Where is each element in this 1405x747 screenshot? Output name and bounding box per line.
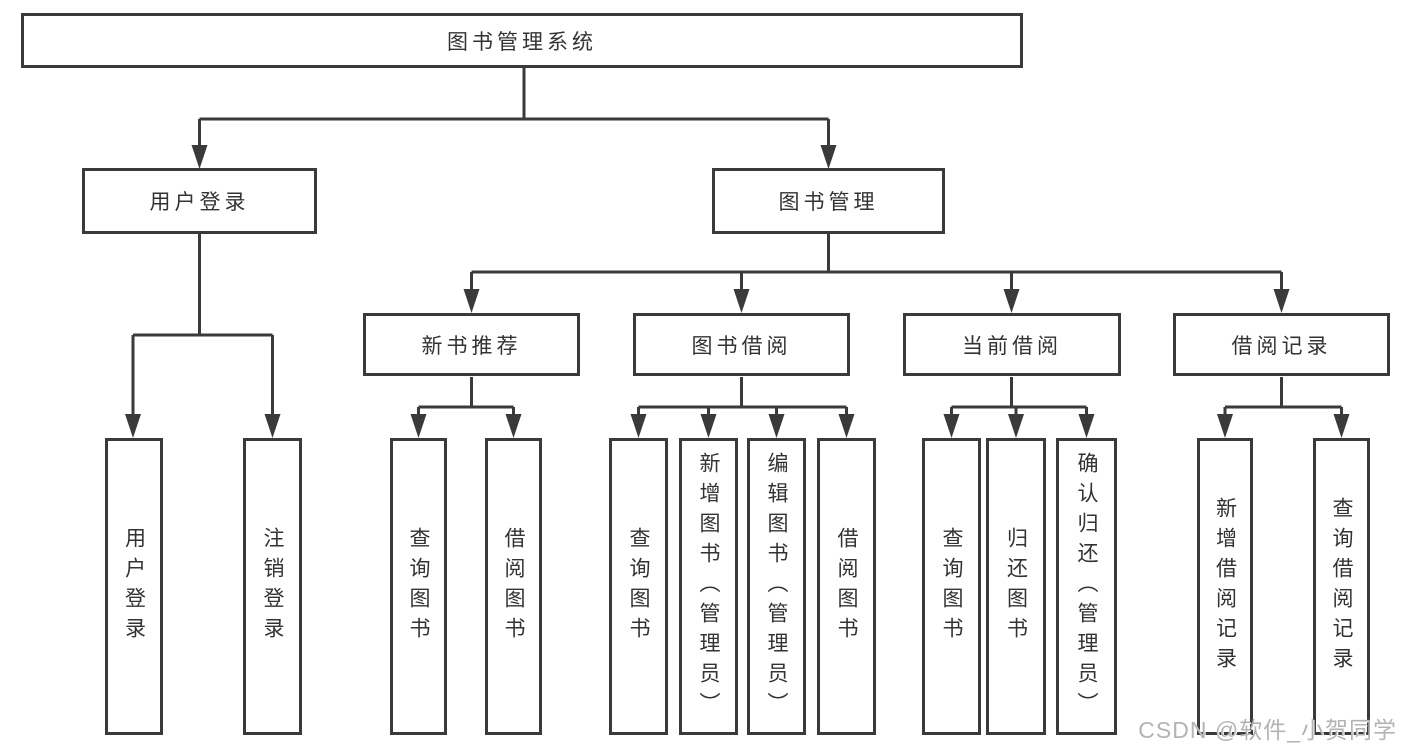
watermark: CSDN @软件_小贺同学 (1138, 717, 1397, 743)
leaf-label: 借阅图书 (502, 526, 525, 647)
leaf-query-books-1: 查询图书 (390, 438, 447, 735)
leaf-query-books-2: 查询图书 (609, 438, 668, 735)
leaf-label: 编辑图书（管理员） (765, 451, 788, 722)
leaf-borrow-books-2: 借阅图书 (817, 438, 876, 735)
leaf-add-book-admin: 新增图书（管理员） (679, 438, 738, 735)
leaf-edit-book-admin: 编辑图书（管理员） (747, 438, 806, 735)
node-user-login: 用户登录 (82, 168, 317, 234)
leaf-label: 归还图书 (1004, 526, 1028, 647)
leaf-query-books-3: 查询图书 (922, 438, 981, 735)
node-book-management: 图书管理 (712, 168, 945, 234)
leaf-add-borrow-record: 新增借阅记录 (1197, 438, 1253, 735)
leaf-logout: 注销登录 (243, 438, 302, 735)
leaf-label: 借阅图书 (835, 526, 858, 647)
leaf-borrow-books-1: 借阅图书 (485, 438, 542, 735)
leaf-label: 查询图书 (940, 526, 963, 647)
leaf-label: 新增图书（管理员） (697, 451, 720, 722)
leaf-query-borrow-record: 查询借阅记录 (1313, 438, 1370, 735)
node-current-borrowing: 当前借阅 (903, 313, 1121, 376)
leaf-label: 用户登录 (122, 526, 146, 647)
leaf-label: 新增借阅记录 (1213, 496, 1237, 677)
node-new-book-recommendation: 新书推荐 (363, 313, 580, 376)
node-borrowing-records: 借阅记录 (1173, 313, 1390, 376)
leaf-label: 查询图书 (627, 526, 650, 647)
leaf-label: 确认归还（管理员） (1075, 451, 1098, 722)
leaf-confirm-return-admin: 确认归还（管理员） (1056, 438, 1117, 735)
leaf-label: 查询借阅记录 (1330, 496, 1353, 677)
leaf-label: 注销登录 (261, 526, 284, 647)
node-root: 图书管理系统 (21, 13, 1023, 68)
leaf-label: 查询图书 (407, 526, 430, 647)
node-book-borrowing: 图书借阅 (633, 313, 850, 376)
leaf-user-login: 用户登录 (105, 438, 163, 735)
leaf-return-book: 归还图书 (986, 438, 1046, 735)
